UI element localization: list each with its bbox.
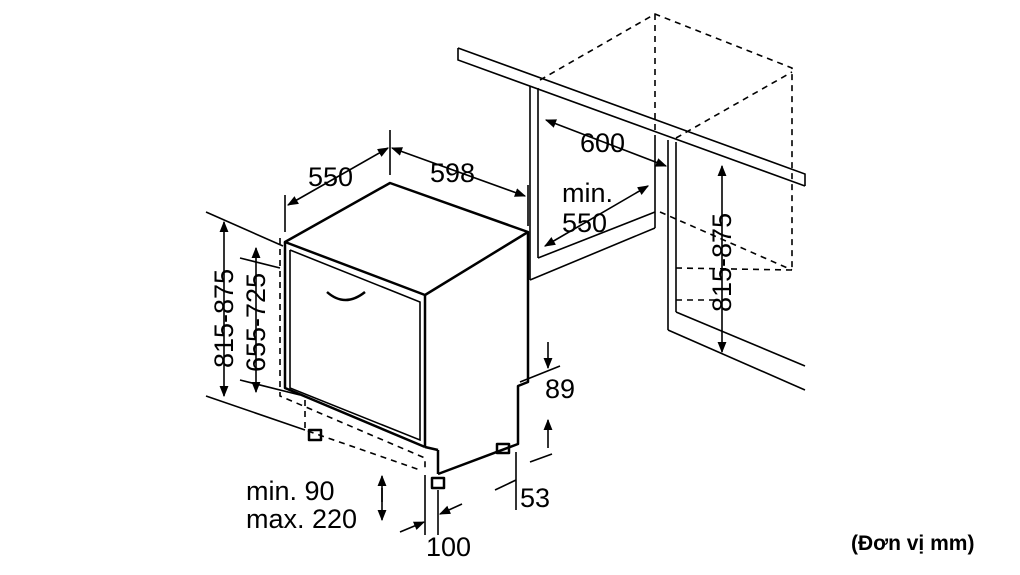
depth-550-label: 550 <box>308 162 353 192</box>
left-dimension-lines <box>205 130 561 535</box>
cabinet-niche <box>457 13 806 391</box>
door-655-725-label: 655-725 <box>241 273 271 372</box>
plinth-min-label: min. 90 <box>246 476 335 506</box>
niche-min-label: min. <box>562 178 613 208</box>
kick-53-label: 53 <box>520 483 550 513</box>
height-815-875-right-label: 815-875 <box>707 213 737 312</box>
height-815-875-left-label: 815-875 <box>209 269 239 368</box>
dishwasher-body <box>279 181 530 490</box>
unit-note: (Đơn vị mm) <box>851 532 974 555</box>
plinth-max-label: max. 220 <box>246 504 357 534</box>
kick-89-label: 89 <box>545 374 575 404</box>
foot-100-label: 100 <box>426 532 471 562</box>
niche-550-label: 550 <box>562 208 607 238</box>
width-598-label: 598 <box>430 158 475 188</box>
niche-600-label: 600 <box>580 128 625 158</box>
